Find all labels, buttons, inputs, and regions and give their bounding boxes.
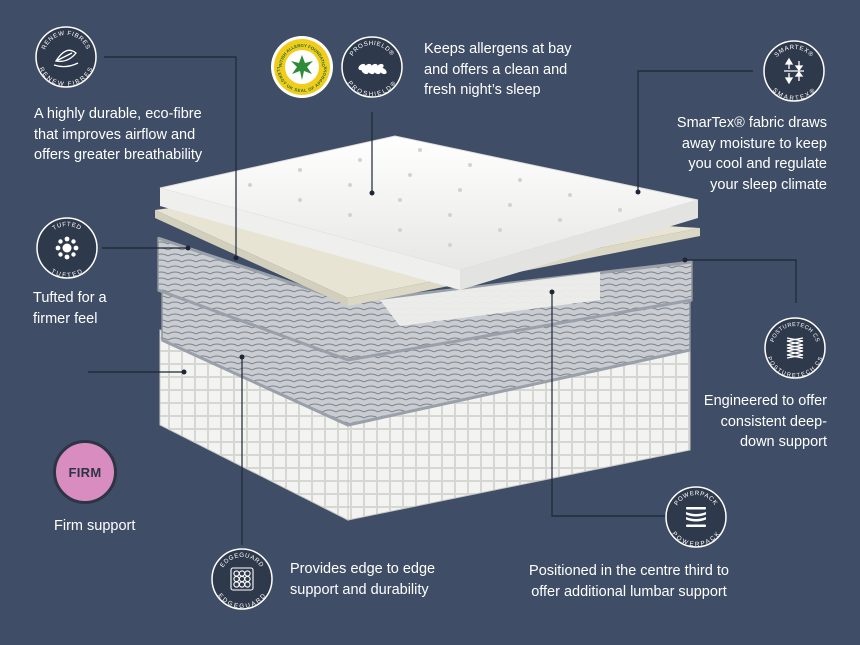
powerpack-line-2: offer additional lumbar support bbox=[531, 583, 727, 600]
allergy-leaf-icon bbox=[291, 55, 313, 80]
edgeguard-description: Provides edge to edge support and durabi… bbox=[290, 559, 435, 600]
mattress-base bbox=[159, 318, 691, 521]
proshield-line-2: and offers a clean and bbox=[424, 61, 568, 78]
comfort-layer bbox=[155, 200, 700, 306]
tufted-badge-top-text: TUFTED bbox=[51, 221, 82, 232]
smartex-line-2: away moisture to keep bbox=[681, 135, 827, 152]
firm-description: Firm support bbox=[54, 516, 135, 537]
tufted-description: Tufted for a firmer feel bbox=[33, 288, 107, 329]
smartex-line-4: your sleep climate bbox=[710, 176, 827, 193]
renew-fibres-line-2: that improves airflow and bbox=[34, 126, 196, 143]
braid-shield-icon bbox=[358, 63, 387, 75]
spring-grid-icon bbox=[230, 567, 254, 591]
smartex-badge: SMARTEX® SMARTEX® bbox=[762, 39, 826, 103]
edgeguard-line-1: Provides edge to edge bbox=[290, 561, 436, 577]
svg-text:TUFTED: TUFTED bbox=[51, 221, 82, 232]
proshield-line-1: Keeps allergens at bay bbox=[424, 41, 572, 57]
lower-spring-unit bbox=[161, 280, 691, 427]
pillow-top-layer bbox=[159, 135, 699, 290]
proshield-badge: PROSHIELD® PROSHIELD® bbox=[340, 35, 404, 99]
proshield-line-3: fresh night’s sleep bbox=[424, 82, 541, 98]
powerpack-line-1: Positioned in the centre third to bbox=[529, 563, 729, 579]
tufted-badge-bottom-text: TUFTED bbox=[50, 268, 84, 279]
layered-pack-icon bbox=[686, 507, 706, 527]
posturetech-line-1: Engineered to offer bbox=[703, 393, 827, 409]
leaf-fibre-icon bbox=[53, 49, 79, 68]
posturetech-line-3: down support bbox=[739, 434, 827, 450]
smartex-line-1: SmarTex® fabric draws bbox=[676, 115, 827, 131]
svg-text:TUFTED: TUFTED bbox=[50, 268, 84, 279]
tufted-badge: TUFTED TUFTED bbox=[35, 216, 99, 280]
renew-fibres-line-1: A highly durable, eco-fibre bbox=[34, 106, 202, 122]
tuft-rosette-icon bbox=[55, 236, 79, 260]
posturetech-line-2: consistent deep- bbox=[720, 413, 827, 430]
airflow-arrows-icon bbox=[784, 57, 804, 85]
smartex-line-3: you cool and regulate bbox=[688, 156, 827, 172]
allergy-foundation-badge: BRITISH ALLERGY FOUNDATION ALLERGY UK SE… bbox=[270, 35, 334, 99]
upper-spring-unit bbox=[157, 236, 693, 362]
firmness-badge: FIRM bbox=[53, 440, 117, 504]
smartex-description: SmarTex® fabric draws away moisture to k… bbox=[677, 113, 827, 195]
edgeguard-line-2: support and durability bbox=[290, 581, 429, 598]
powerpack-badge: POWERPACK POWERPACK bbox=[664, 485, 728, 549]
edgeguard-badge: EDGEGUARD EDGEGUARD bbox=[210, 547, 274, 611]
posturetech-badge: POSTURETECH CS POSTURETECH CS bbox=[763, 316, 827, 380]
powerpack-description: Positioned in the centre third to offer … bbox=[514, 561, 744, 602]
renew-fibres-line-3: offers greater breathability bbox=[34, 147, 203, 163]
posturetech-description: Engineered to offer consistent deep- dow… bbox=[704, 391, 827, 453]
firmness-badge-label: FIRM bbox=[68, 464, 102, 480]
proshield-description: Keeps allergens at bay and offers a clea… bbox=[424, 39, 572, 101]
coil-spring-icon bbox=[786, 337, 804, 359]
renew-fibres-badge: RENEW FIBRES RENEW FIBRES bbox=[34, 25, 98, 89]
tufted-line-1: Tufted for a bbox=[33, 290, 107, 306]
firm-line-1: Firm support bbox=[54, 518, 136, 534]
tufted-line-2: firmer feel bbox=[33, 310, 98, 327]
renew-fibres-description: A highly durable, eco-fibre that improve… bbox=[34, 104, 202, 166]
